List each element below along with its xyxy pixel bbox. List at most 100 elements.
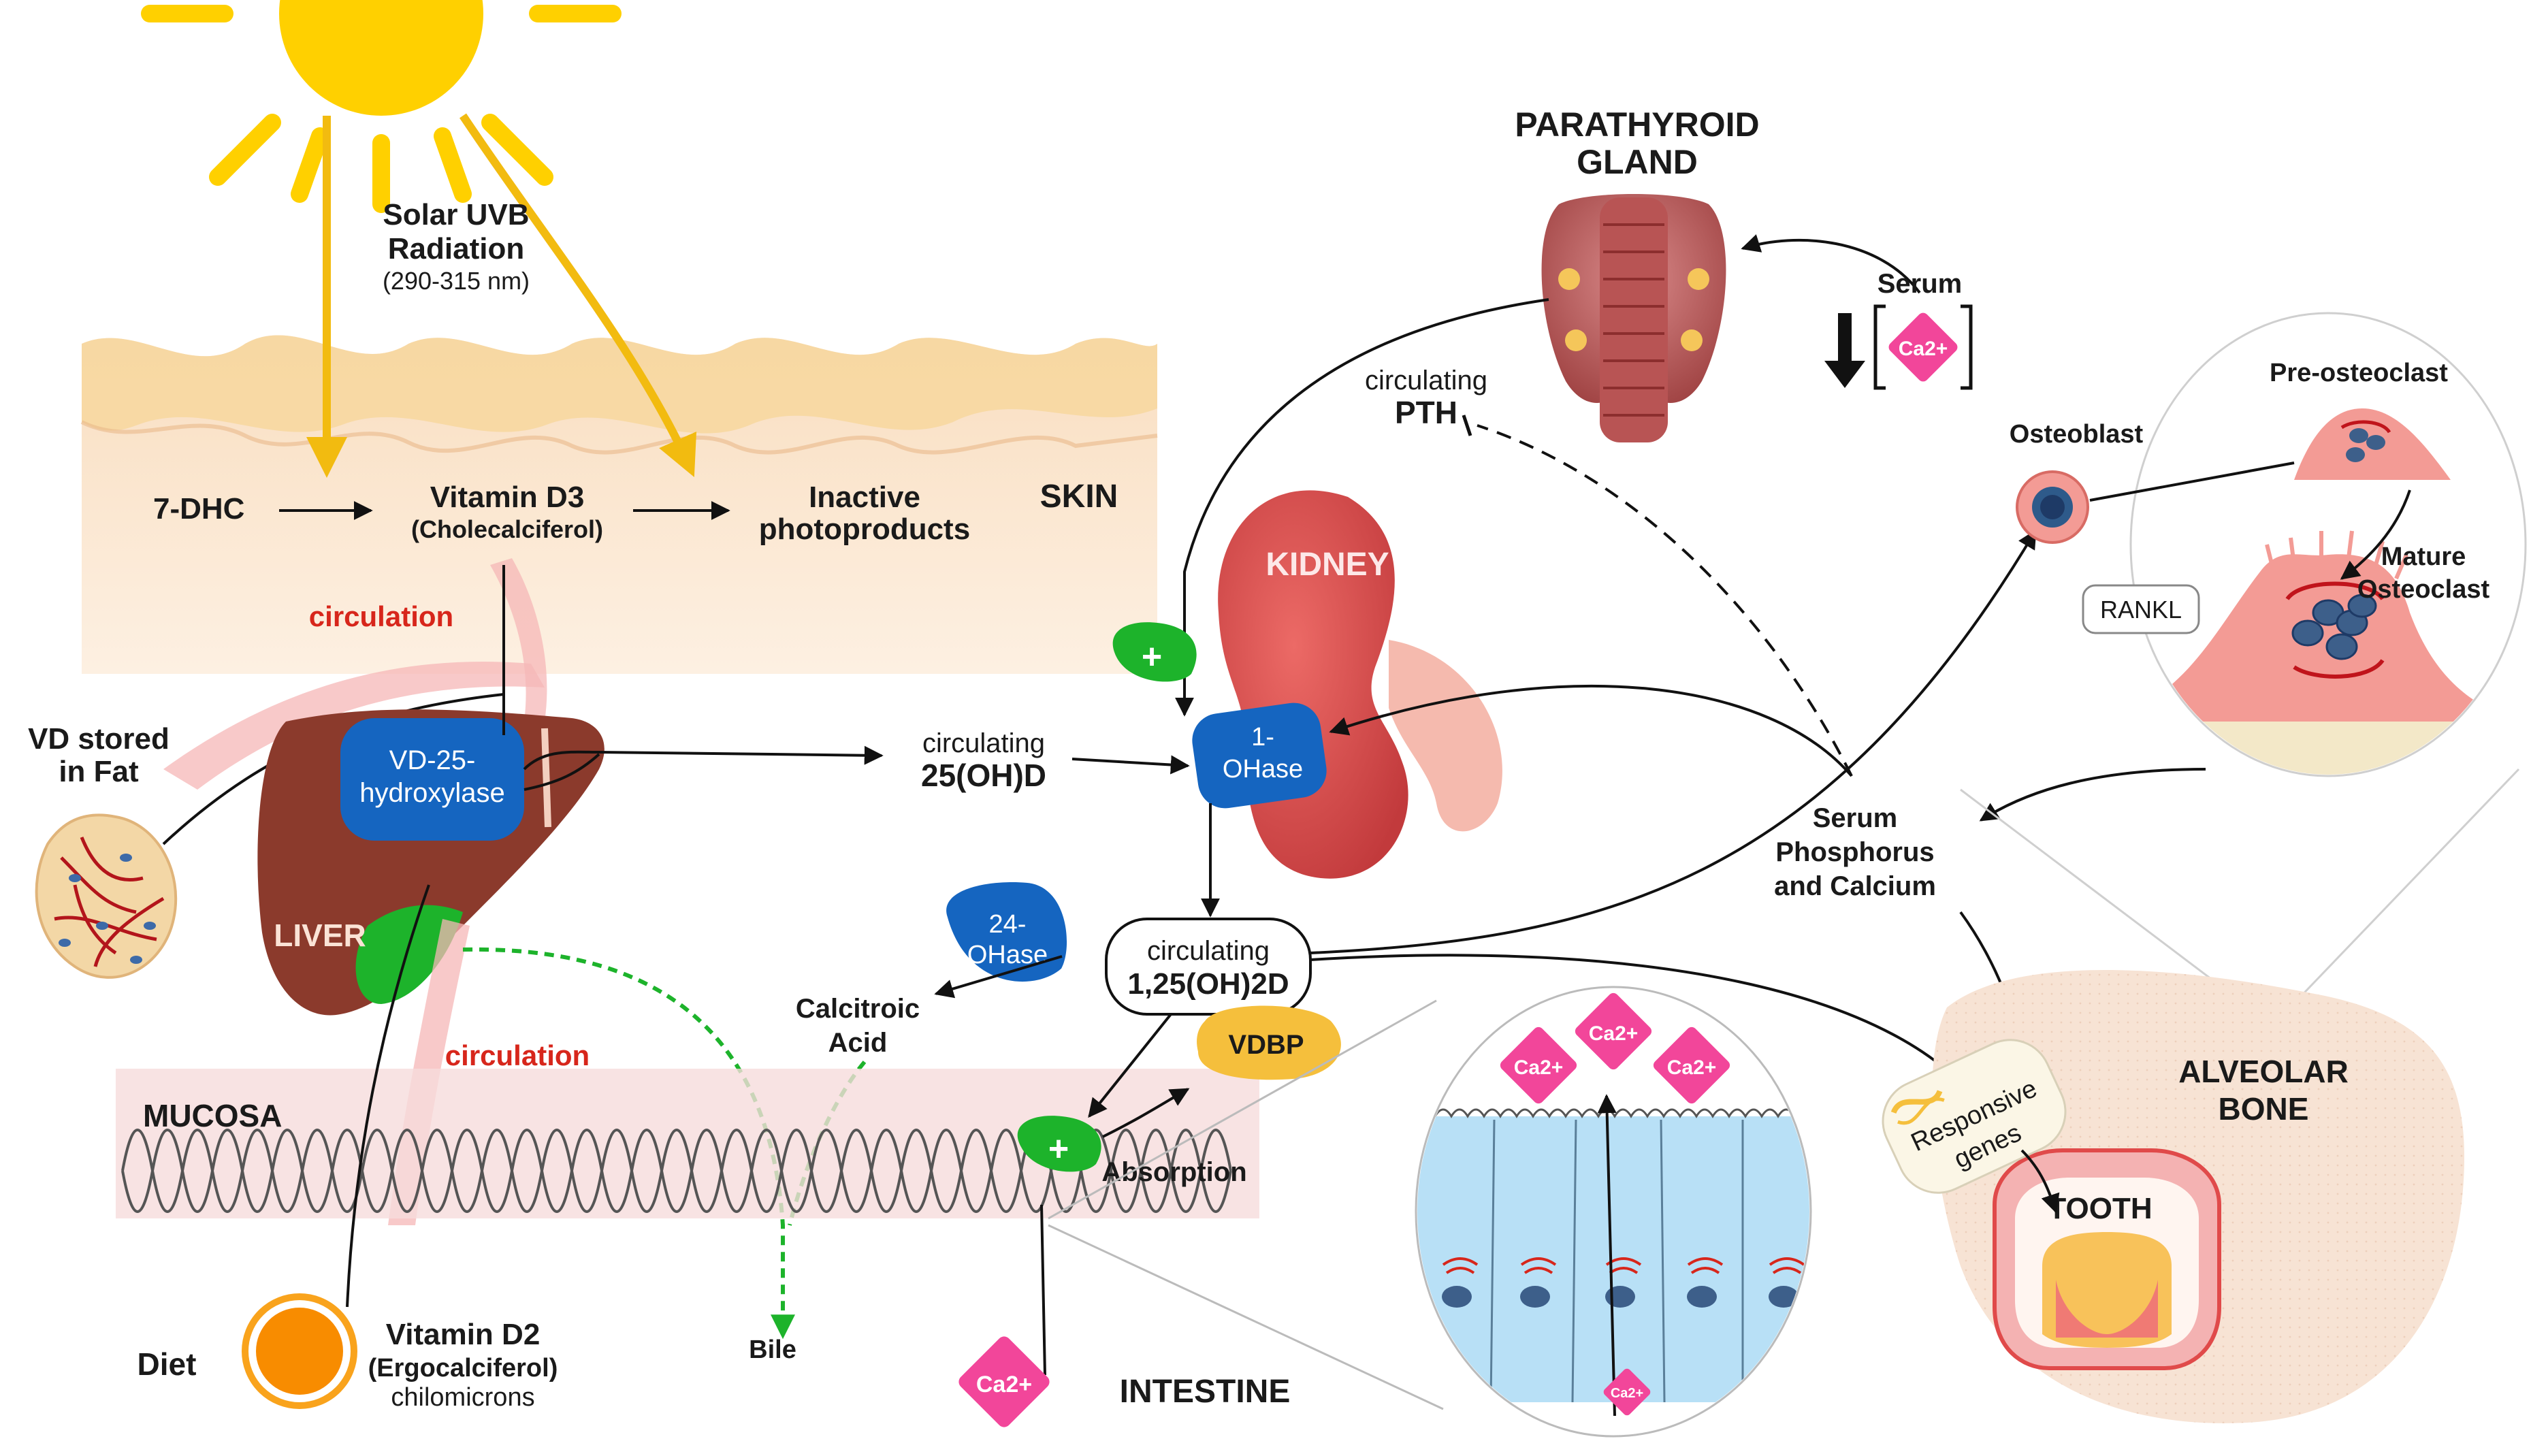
bone-to-serum-arrow: [1979, 768, 2206, 822]
osteoblast-to-preosteoclast-line: [2089, 462, 2295, 502]
parathyroid-gland-icon: [1541, 194, 1726, 442]
zoom-line-bottom: [1048, 1224, 1444, 1410]
serum-pc-line3: and Calcium: [1774, 871, 1936, 901]
chilomicrons-label: chilomicrons: [391, 1383, 534, 1412]
uvb-wavelength: (290-315 nm): [383, 267, 530, 295]
parathyroid-line2: GLAND: [1577, 143, 1698, 181]
sun-icon: [141, 0, 622, 213]
calcitroic-line1: Calcitroic: [796, 994, 920, 1024]
arrow-to-calcitroic: [934, 955, 1063, 999]
serum-label: Serum: [1877, 269, 1963, 299]
arrow-25ohd-to-kidney: [1071, 755, 1190, 775]
twenty-four-ohase-enzyme: [946, 882, 1067, 982]
125-to-intestine-arrow: [1088, 1013, 1172, 1118]
enterocyte-calcium-label-1: Ca2+: [1514, 1056, 1564, 1079]
tooth-label: TOOTH: [2048, 1192, 2152, 1225]
one-ohase-line2: OHase: [1223, 755, 1303, 783]
bone-zoom-line-right: [2276, 768, 2520, 1022]
125-to-osteoblast-arrow: [1310, 529, 2037, 954]
tooth-icon: [1993, 1148, 2221, 1370]
osteoblast-cell-icon: [2016, 470, 2089, 544]
responsive-genes-badge: [1882, 1039, 2067, 1194]
vd-25-hydroxylase-line1: VD-25-: [389, 745, 476, 775]
enterocyte-calcium-ion-1: [1500, 1026, 1577, 1104]
vd-25-hydroxylase-line2: hydroxylase: [359, 778, 504, 808]
vd-stored-line1: VD stored: [28, 722, 170, 756]
serum-pc-to-kidney-arrow: [1329, 684, 1853, 777]
diet-to-liver-line: [346, 884, 430, 1308]
negative-feedback-pth: [1477, 424, 1853, 777]
mature-line1: Mature: [2381, 543, 2466, 571]
alveolar-line1: ALVEOLAR: [2178, 1054, 2349, 1089]
photoproducts-label: photoproducts: [759, 513, 970, 546]
serum-to-parathyroid-arrow: [1741, 234, 1921, 294]
one-ohase-enzyme: [1192, 702, 1327, 809]
twenty-four-ohase-line1: 24-: [989, 910, 1027, 939]
enterocyte-calcium-ion-3: [1653, 1026, 1730, 1104]
enterocyte-calcium-label-3: Ca2+: [1667, 1056, 1717, 1079]
bone-zoom: [2129, 312, 2527, 777]
uvb-rays: [306, 113, 697, 478]
intestine-label: INTESTINE: [1120, 1374, 1291, 1410]
serum-pc-line1: Serum: [1813, 803, 1898, 833]
absorption-up-arrow: [1102, 1088, 1190, 1138]
circulating-125-line2: 1,25(OH)2D: [1127, 967, 1289, 1001]
circulation-label-bottom: circulation: [445, 1039, 590, 1071]
enterocyte-zoom: [1415, 986, 1812, 1438]
ca-absorption-line: [1040, 1204, 1046, 1376]
intestine-calcium-ion: [958, 1336, 1050, 1427]
preosteoclast-label: Pre-osteoclast: [2270, 359, 2448, 387]
zoom-line-top: [1048, 999, 1437, 1220]
circulation-label-top: circulation: [309, 600, 453, 632]
bile-label: Bile: [749, 1336, 796, 1364]
uvb-title-line2: Radiation: [388, 232, 524, 265]
genes-to-tooth-arrow: [2020, 1149, 2060, 1214]
fat-tissue-icon: [35, 813, 178, 979]
circulating-25-line2: 25(OH)D: [921, 758, 1046, 793]
ergocalciferol-label: (Ergocalciferol): [368, 1354, 558, 1382]
rankl-badge: [2082, 584, 2200, 634]
vdbp-protein: [1197, 1005, 1341, 1080]
enterocyte-calcium-ion-bottom: [1603, 1368, 1651, 1416]
vitamin-d3-label: Vitamin D3: [430, 481, 585, 514]
plus-kidney-label: +: [1142, 637, 1162, 677]
skin-label: SKIN: [1040, 479, 1118, 515]
circulation-band-fat: [163, 662, 545, 790]
one-ohase-line1: 1-: [1251, 723, 1274, 751]
arrow-liver-to-25ohd: [523, 745, 884, 771]
serum-calcium-ion: [1888, 312, 1958, 382]
chylomicron-icon: [242, 1293, 357, 1409]
liver-label: LIVER: [274, 918, 366, 953]
mature-line2: Osteoclast: [2357, 575, 2490, 604]
serum-pc-line2: Phosphorus: [1775, 837, 1934, 867]
absorption-label: Absorption: [1101, 1157, 1246, 1187]
vitamin-d2-label: Vitamin D2: [386, 1318, 541, 1351]
diet-label: Diet: [138, 1346, 197, 1382]
intestine-calcium-label: Ca2+: [976, 1372, 1032, 1397]
plus-sign-kidney: [1112, 622, 1197, 682]
cholecalciferol-label: (Cholecalciferol): [411, 515, 603, 543]
serum-calcium-label: Ca2+: [1899, 338, 1948, 360]
vdbp-label: VDBP: [1228, 1030, 1304, 1060]
bracket-right: [1961, 304, 1973, 390]
circulation-band-skin: [490, 558, 547, 722]
decrease-arrow-icon: [1824, 313, 1865, 388]
vd-stored-line2: in Fat: [59, 755, 139, 788]
rankl-label: RANKL: [2100, 596, 2182, 624]
plus-intestine-label: +: [1048, 1129, 1069, 1169]
bracket-left: [1873, 304, 1886, 390]
enterocyte-calcium-label-2: Ca2+: [1589, 1022, 1639, 1045]
parathyroid-line1: PARATHYROID: [1515, 106, 1759, 144]
preosteoclast-cell-icon: [2294, 408, 2451, 480]
kidney-label: KIDNEY: [1266, 547, 1389, 583]
vd-25-hydroxylase-enzyme: [340, 718, 524, 841]
enterocyte-calcium-label-bottom: Ca2+: [1611, 1386, 1643, 1401]
preosteoclast-to-mature-arrow: [2340, 489, 2411, 580]
circulating-125-box: [1105, 918, 1312, 1016]
pth-line2: PTH: [1395, 395, 1457, 430]
pth-line1: circulating: [1365, 366, 1487, 395]
enterocyte-calcium-ion-2: [1575, 992, 1652, 1070]
inactive-label: Inactive: [809, 481, 920, 514]
